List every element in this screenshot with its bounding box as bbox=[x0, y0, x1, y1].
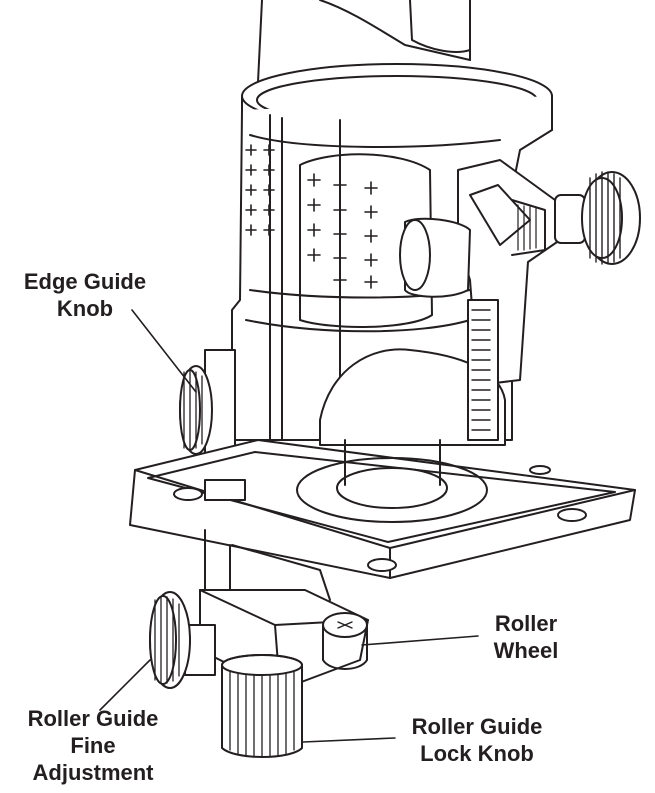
callout-line: Roller Guide bbox=[27, 706, 159, 731]
vent-holes bbox=[245, 144, 378, 289]
edge-guide-knob bbox=[179, 349, 236, 456]
callout-line: Adjustment bbox=[32, 760, 154, 785]
callout-roller-guide-fine-adjustment: Roller Guide Fine Adjustment bbox=[0, 705, 186, 786]
roller-wheel bbox=[322, 612, 368, 670]
callout-line: Lock Knob bbox=[420, 741, 534, 766]
callout-line: Roller bbox=[494, 611, 558, 636]
base-plate bbox=[129, 439, 636, 579]
callout-line: Edge Guide bbox=[23, 269, 147, 294]
fine-adjustment-knob bbox=[149, 591, 216, 689]
callout-edge-guide-knob: Edge Guide Knob bbox=[4, 268, 166, 322]
callout-line: Fine bbox=[70, 733, 116, 758]
callout-line: Wheel bbox=[493, 638, 559, 663]
side-knob bbox=[554, 171, 641, 265]
callout-roller-guide-lock-knob: Roller Guide Lock Knob bbox=[392, 713, 562, 767]
lock-knob bbox=[221, 654, 303, 758]
leader-lines bbox=[99, 309, 479, 743]
depth-scale bbox=[467, 299, 499, 441]
callout-line: Roller Guide bbox=[411, 714, 543, 739]
callout-line: Knob bbox=[56, 296, 114, 321]
callout-roller-wheel: Roller Wheel bbox=[470, 610, 582, 664]
